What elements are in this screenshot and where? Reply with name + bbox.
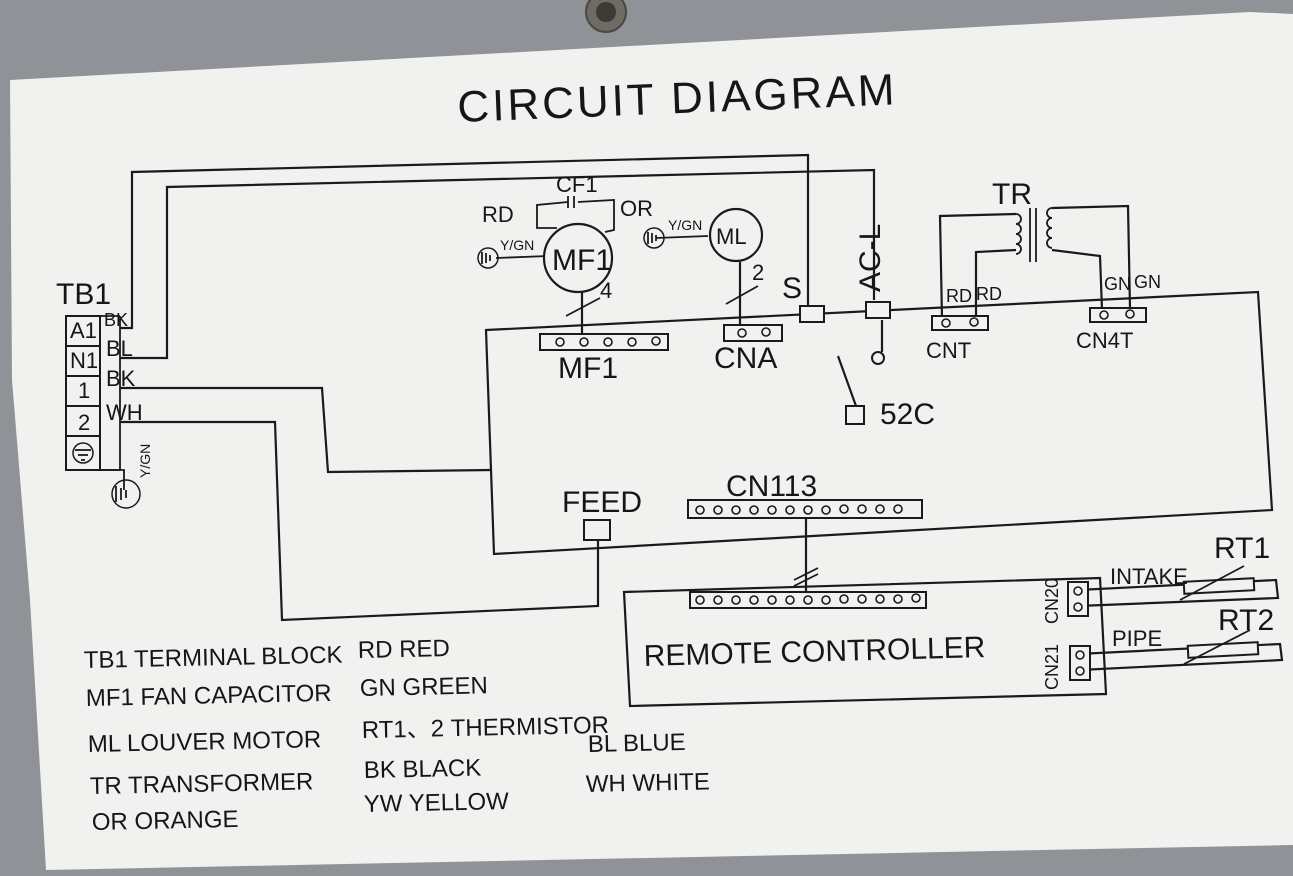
mf1-motor-label: MF1	[552, 244, 612, 277]
cn4t-connector	[1089, 307, 1147, 323]
intake-label: INTAKE	[1110, 564, 1188, 589]
ml-ground-icon	[643, 227, 665, 249]
cf1-label: CF1	[556, 172, 598, 197]
wire-label-n1: BL	[106, 336, 133, 361]
screw-head-icon	[596, 2, 616, 22]
cn21-label: CN21	[1042, 644, 1062, 690]
ml-ground-label: Y/GN	[668, 217, 702, 233]
wire-label-a1: BK	[104, 310, 128, 330]
tb1-ground-icon	[72, 442, 94, 464]
remote-controller: REMOTE CONTROLLER CN20 CN21 INTAKE RT1 P…	[643, 532, 1274, 690]
legend-item-or: OR ORANGE	[92, 806, 239, 836]
legend-item-bk: BK BLACK	[364, 755, 482, 784]
power-terminals: S AC-L	[782, 224, 891, 365]
cna-label: CNA	[714, 342, 777, 375]
tb1-term-2: 2	[78, 410, 90, 435]
wire-wh-feed	[120, 420, 600, 622]
wire-a1-to-s	[120, 153, 810, 330]
tr-secondary-coil-icon	[1046, 207, 1053, 249]
mf1-wire-count: 4	[600, 278, 612, 303]
s-label: S	[782, 272, 802, 305]
main-board-outline	[484, 290, 1274, 556]
tb1-ground-wire-label: Y/GN	[137, 444, 153, 478]
mf1-connector-label: MF1	[558, 352, 618, 385]
pipe-label: PIPE	[1112, 626, 1162, 651]
wiring	[89, 153, 1284, 708]
relay-52c-label: 52C	[880, 398, 935, 431]
mf1-motor-icon	[542, 222, 614, 294]
chassis-ground-icon	[111, 479, 141, 509]
wire-bk-term1	[120, 386, 493, 474]
tr-label: TR	[992, 178, 1032, 211]
tr-wire-rd-1: RD	[946, 286, 972, 306]
acl-label: AC-L	[854, 224, 887, 292]
tr-wire-gn-1: GN	[1104, 274, 1131, 294]
cn4t-label: CN4T	[1076, 328, 1133, 353]
legend-item-rt: RT1、2 THERMISTOR	[362, 712, 610, 744]
board-connectors: MF1 CNA CNT CN4T 52C FEED CN113	[539, 307, 1147, 541]
tr-wire-gn-2: GN	[1134, 272, 1161, 292]
mf1-wire-or: OR	[620, 196, 653, 221]
wire-label-1: BK	[106, 366, 136, 391]
cn113-label: CN113	[726, 470, 817, 503]
rt1-label: RT1	[1214, 532, 1270, 565]
legend-item-tr: TR TRANSFORMER	[90, 768, 314, 800]
feed-terminal	[583, 519, 611, 541]
mf1-ground-label: Y/GN	[500, 237, 534, 253]
wire-n1-to-acl	[120, 168, 876, 360]
cnt-connector	[931, 315, 989, 331]
tb1-label: TB1	[56, 278, 111, 311]
cna-connector	[723, 324, 783, 342]
mf1-ground-icon	[477, 247, 499, 269]
louver-motor-ml: ML Y/GN 2	[643, 207, 764, 285]
wire-label-2: WH	[106, 400, 143, 425]
feed-label: FEED	[562, 486, 642, 519]
tb1-term-1: 1	[78, 378, 90, 403]
acl-terminal	[865, 301, 891, 319]
fan-motor-mf1: CF1 RD OR MF1 Y/GN 4	[477, 172, 653, 303]
label-sheet	[10, 12, 1293, 870]
legend: TB1 TERMINAL BLOCK MF1 FAN CAPACITOR ML …	[84, 635, 711, 836]
legend-item-rd: RD RED	[358, 635, 451, 664]
tb1-term-a1: A1	[70, 318, 97, 343]
tr-primary-coil-icon	[1015, 213, 1022, 255]
legend-item-wh: WH WHITE	[586, 768, 711, 798]
legend-item-yw: YW YELLOW	[364, 788, 510, 818]
transformer-tr: TR RD RD GN GN	[946, 178, 1161, 306]
ml-motor-icon	[708, 207, 764, 263]
tr-wire-rd-2: RD	[976, 284, 1002, 304]
s-terminal	[799, 305, 825, 323]
cn20-connector	[1067, 581, 1089, 617]
ml-motor-label: ML	[716, 224, 747, 249]
relay-contact-icon	[871, 351, 885, 365]
mf1-wire-rd: RD	[482, 202, 514, 227]
rt2-label: RT2	[1218, 604, 1274, 637]
ml-wire-count: 2	[752, 260, 764, 285]
legend-item-mf1: MF1 FAN CAPACITOR	[86, 680, 332, 712]
cnt-label: CNT	[926, 338, 971, 363]
legend-item-ml: ML LOUVER MOTOR	[88, 726, 322, 758]
cn20-label: CN20	[1042, 578, 1062, 624]
tb1-term-n1: N1	[70, 348, 98, 373]
legend-item-gn: GN GREEN	[360, 672, 489, 702]
cn21-connector	[1069, 645, 1091, 681]
remote-board-outline	[622, 576, 1108, 708]
tb1-terminal-block: TB1 A1 N1 1 2 BK BL BK WH Y/GN	[56, 278, 153, 509]
legend-item-bl: BL BLUE	[588, 729, 686, 758]
relay-52c-icon	[845, 405, 865, 425]
legend-item-tb1: TB1 TERMINAL BLOCK	[84, 642, 343, 674]
